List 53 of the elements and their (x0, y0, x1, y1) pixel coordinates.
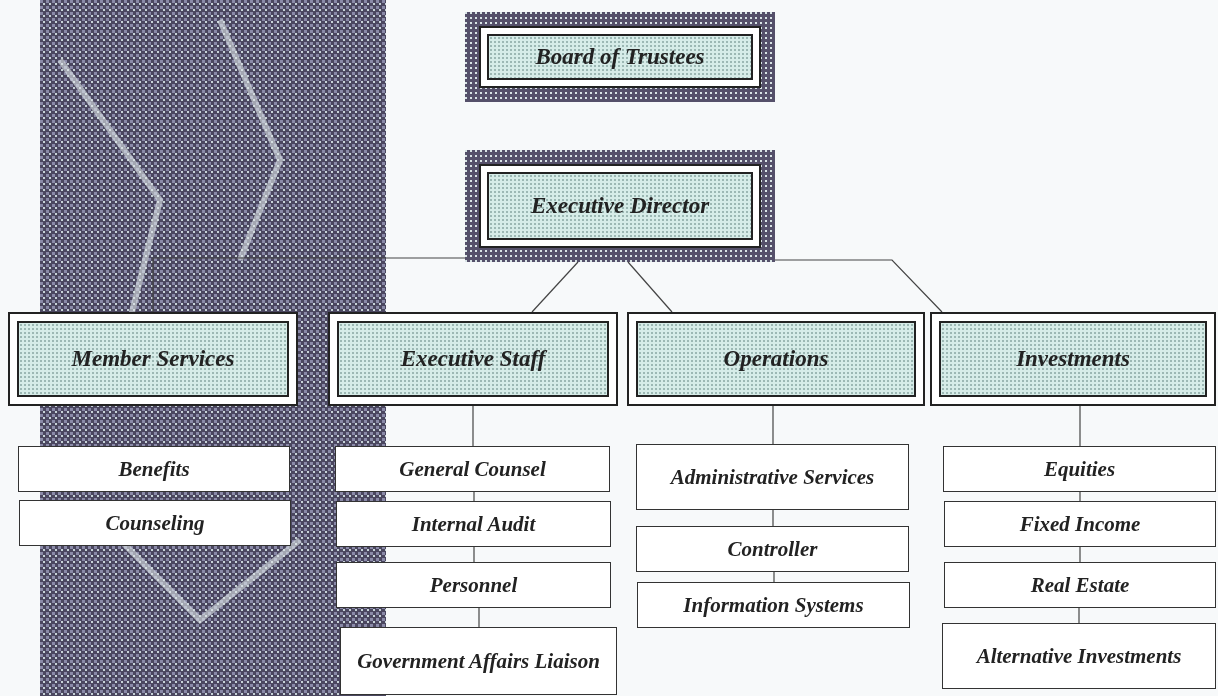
title-box (479, 164, 761, 248)
connector-line (1078, 607, 1080, 624)
connector-line (772, 509, 774, 527)
department-box (328, 312, 618, 406)
connector-line (531, 261, 579, 313)
node-label: Administrative Services (670, 464, 875, 490)
connector-line (472, 405, 474, 447)
unit-box (943, 446, 1216, 492)
unit-box (636, 444, 909, 510)
connector-line (1079, 546, 1081, 563)
department-box (8, 312, 298, 406)
node-label: Information Systems (683, 592, 864, 618)
node-label: Board of Trustees (535, 43, 705, 71)
unit-box (942, 623, 1216, 689)
unit-box (336, 562, 611, 608)
unit-box (636, 526, 909, 572)
title-box (479, 26, 761, 88)
connector-line (1079, 405, 1081, 447)
unit-box (336, 501, 611, 547)
department-box (930, 312, 1216, 406)
node-label: General Counsel (399, 456, 546, 482)
node-label: Counseling (105, 510, 205, 536)
connector-line (773, 571, 775, 583)
node-label: Personnel (429, 572, 518, 598)
node-label: Operations (723, 345, 829, 373)
unit-box (637, 582, 910, 628)
node-label: Executive Director (530, 192, 710, 220)
node-label: Internal Audit (411, 511, 536, 537)
connector-line (772, 405, 774, 445)
connector-line (774, 259, 943, 313)
unit-box (335, 446, 610, 492)
node-label: Fixed Income (1019, 511, 1141, 537)
unit-box (944, 501, 1216, 547)
node-label: Equities (1043, 456, 1116, 482)
connector-line (473, 546, 475, 563)
node-label: Executive Staff (400, 345, 546, 373)
connector-line (473, 491, 475, 502)
node-label: Government Affairs Liaison (357, 648, 600, 674)
connector-line (152, 257, 466, 313)
node-label: Investments (1016, 345, 1130, 373)
connector-line (478, 607, 480, 628)
department-box (627, 312, 925, 406)
node-label: Real Estate (1030, 572, 1130, 598)
unit-box (19, 500, 291, 546)
node-label: Member Services (71, 345, 235, 373)
unit-box (944, 562, 1216, 608)
node-label: Controller (727, 536, 818, 562)
unit-box (18, 446, 290, 492)
node-label: Alternative Investments (976, 643, 1182, 669)
connector-line (627, 261, 673, 313)
connector-line (1079, 491, 1081, 502)
unit-box (340, 627, 617, 695)
node-label: Benefits (118, 456, 190, 482)
